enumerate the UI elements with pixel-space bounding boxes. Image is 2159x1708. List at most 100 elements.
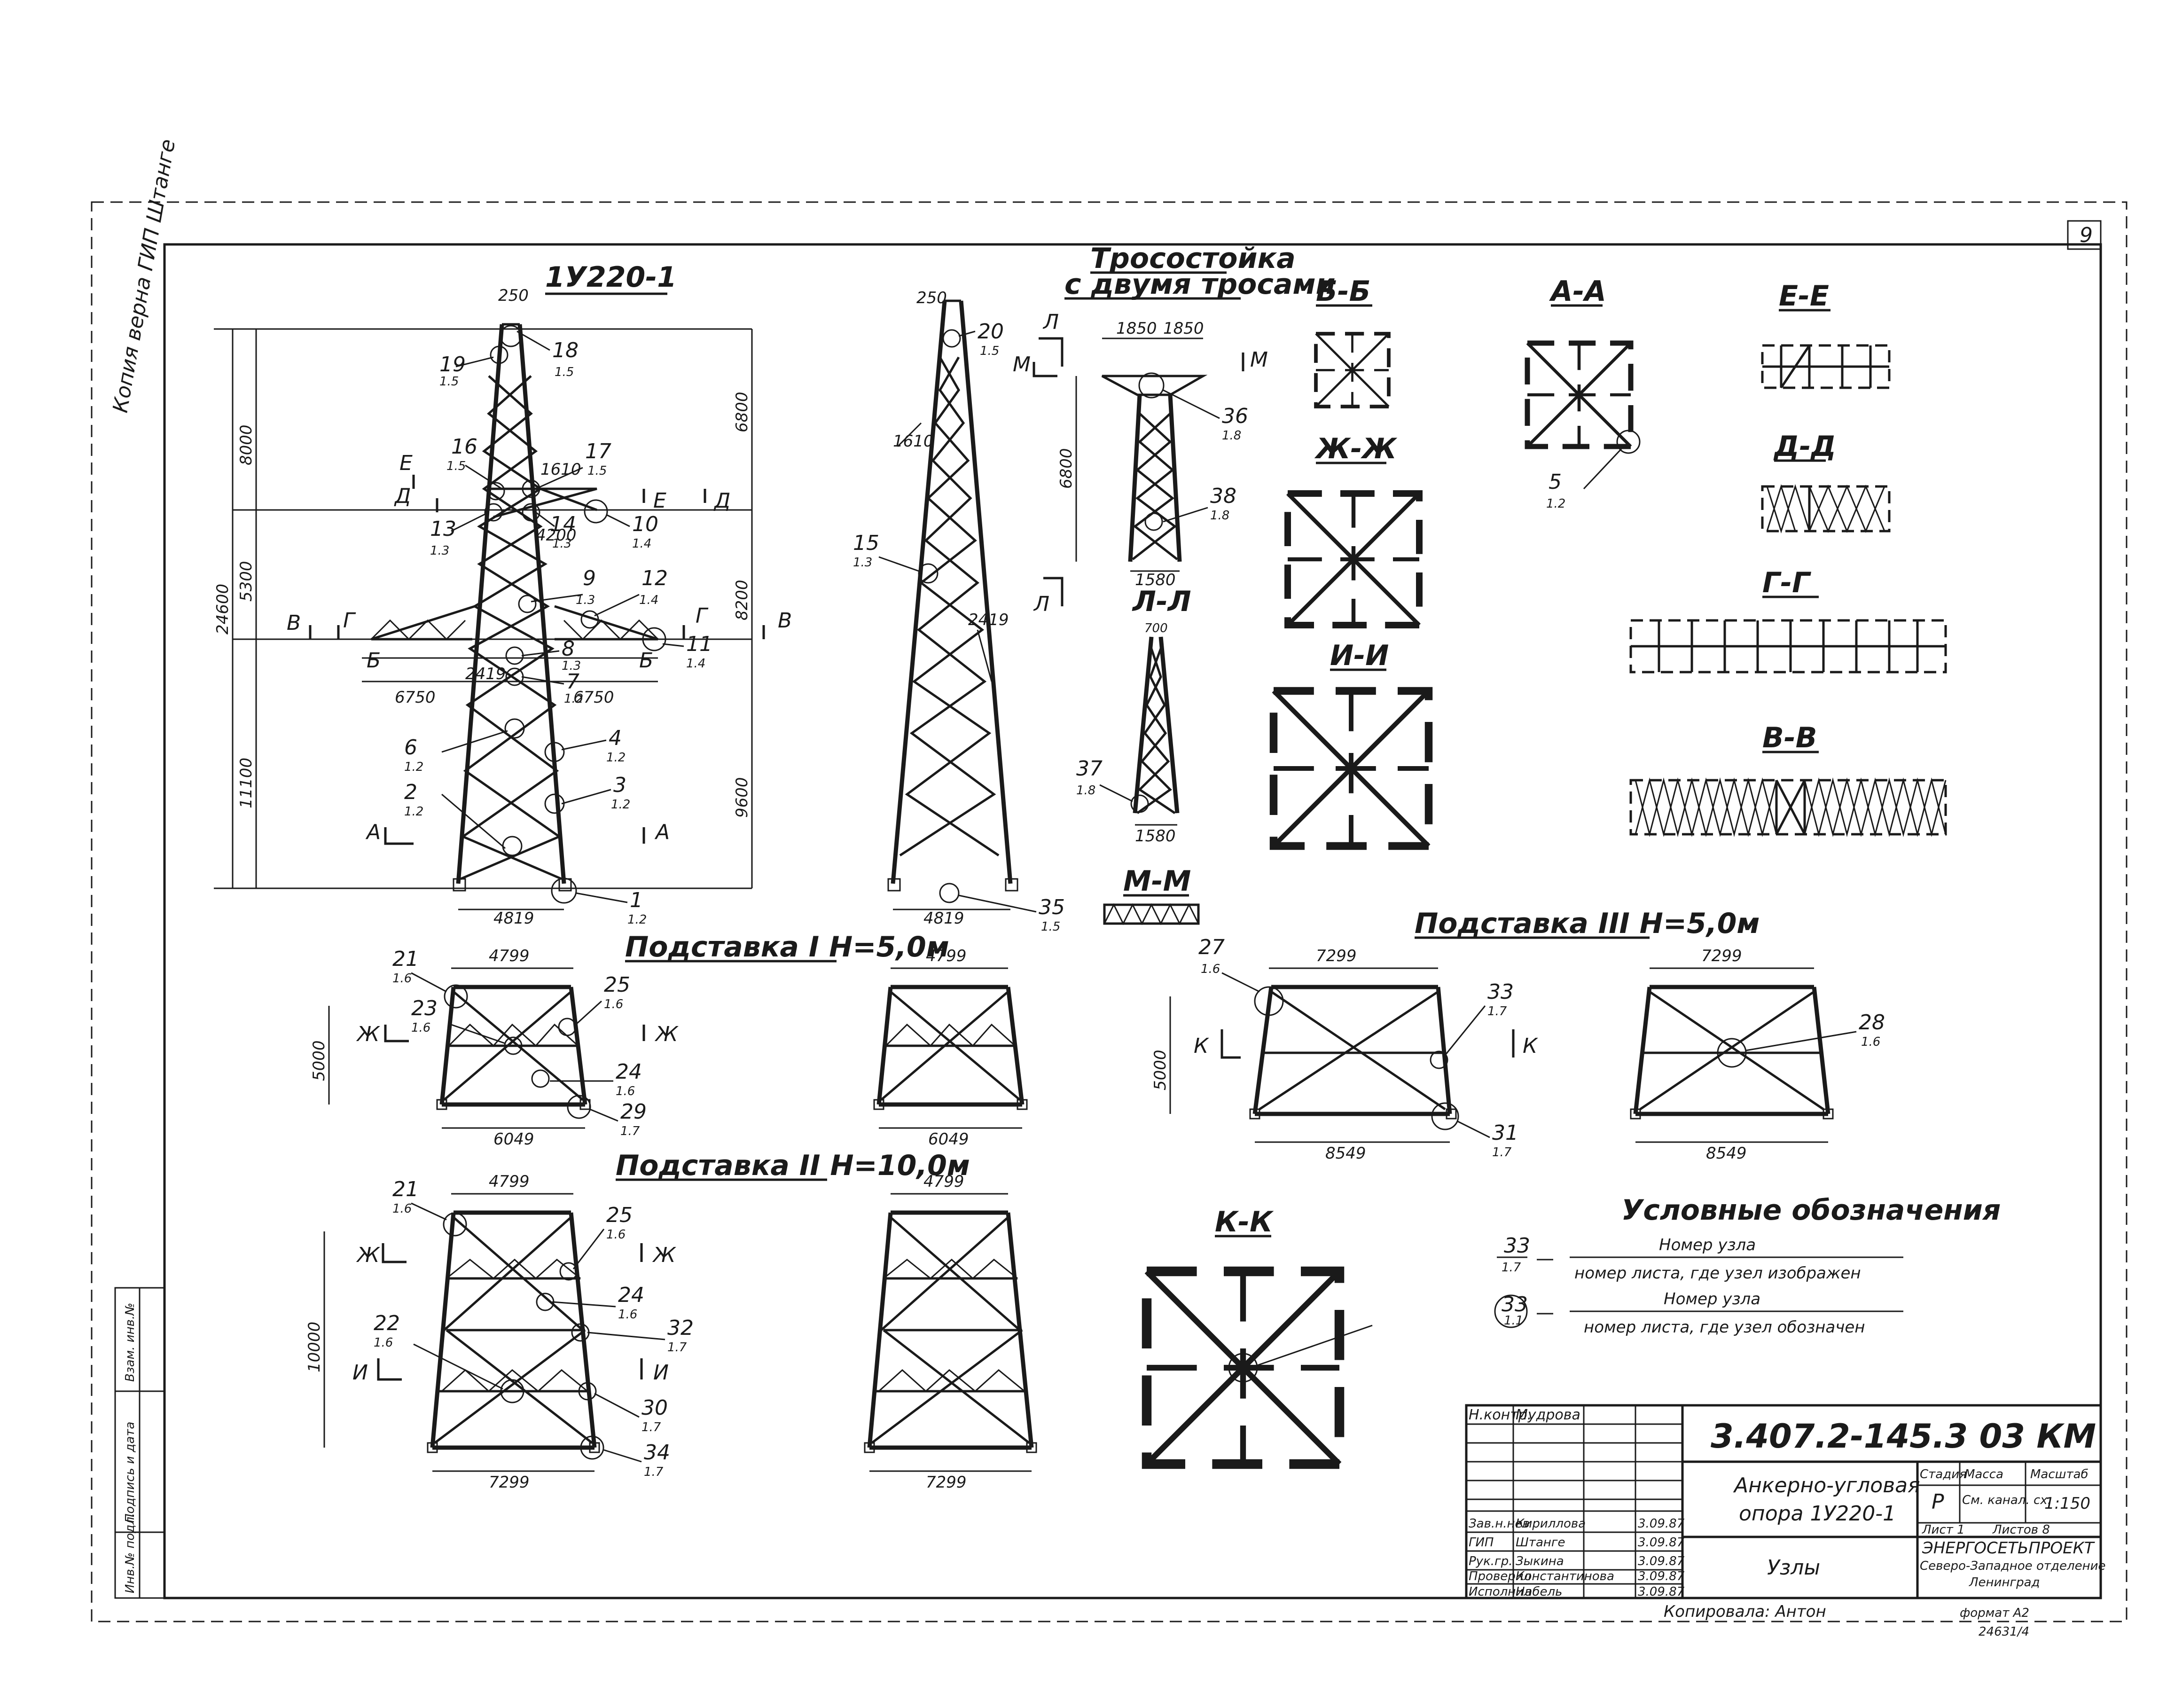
svg-text:Инв.№ подл.: Инв.№ подл.	[123, 1513, 137, 1593]
svg-text:Номер узла: Номер узла	[1659, 1236, 1756, 1254]
svg-text:1.7: 1.7	[1502, 1261, 1521, 1275]
svg-text:1.5: 1.5	[446, 459, 466, 473]
svg-text:1850: 1850	[1163, 319, 1204, 338]
node-label: 25	[604, 973, 630, 997]
svg-text:33: 33	[1504, 1234, 1530, 1258]
node-label: 21	[392, 947, 419, 971]
svg-text:7299: 7299	[489, 1473, 530, 1492]
node-label: 9	[583, 566, 596, 590]
svg-text:1850: 1850	[1116, 319, 1157, 338]
svg-text:с двумя тросами: с двумя тросами	[1064, 268, 1336, 301]
svg-text:опора 1У220-1: опора 1У220-1	[1739, 1502, 1896, 1526]
node-label: 8	[562, 637, 575, 661]
svg-text:6750: 6750	[395, 688, 436, 707]
legend: Условные обозначения 33 1.7 Номер узла н…	[1494, 1194, 2001, 1337]
svg-text:1.5: 1.5	[439, 375, 459, 389]
svg-text:Подставка II H=10,0м: Подставка II H=10,0м	[616, 1149, 970, 1182]
main-tower-title: 1У220-1	[545, 261, 677, 294]
svg-text:Взам. инв.№: Взам. инв.№	[123, 1303, 137, 1382]
svg-text:1.6: 1.6	[604, 997, 623, 1011]
node-label: 33	[1487, 980, 1514, 1004]
svg-text:3.09.87: 3.09.87	[1638, 1554, 1685, 1568]
node-label: 10	[632, 512, 658, 536]
svg-text:Е: Е	[399, 451, 413, 475]
svg-text:8200: 8200	[733, 580, 751, 620]
svg-text:1.6: 1.6	[616, 1084, 635, 1098]
svg-text:11100: 11100	[237, 758, 256, 808]
svg-text:Константинова: Константинова	[1516, 1569, 1614, 1583]
svg-text:1.4: 1.4	[632, 537, 651, 551]
podstavka-1-view: Подставка I H=5,0м 4799 5000 6049 21 1.6…	[310, 931, 949, 1149]
sheet-number-box	[2067, 220, 2102, 250]
svg-text:Г: Г	[343, 609, 356, 633]
node-label: 13	[430, 517, 456, 541]
svg-text:8549: 8549	[1325, 1144, 1366, 1163]
svg-text:1580: 1580	[1135, 827, 1176, 846]
svg-text:Тросостойка: Тросостойка	[1090, 242, 1296, 275]
svg-text:1610: 1610	[893, 432, 934, 451]
svg-text:6800: 6800	[1057, 448, 1076, 489]
svg-text:1.3: 1.3	[562, 659, 581, 673]
node-label: 16	[451, 435, 477, 459]
inner-frame	[163, 243, 2102, 1599]
podstavka-3-view: Подставка III H=5,0м 7299 5000 8549 27 1…	[1151, 907, 1760, 1163]
node-label: 25	[606, 1203, 633, 1227]
node-label: 38	[1210, 484, 1236, 508]
node-label: 34	[644, 1441, 670, 1465]
svg-text:Л: Л	[1033, 592, 1049, 616]
svg-text:ГИП: ГИП	[1469, 1536, 1494, 1550]
node-label: 1	[630, 888, 643, 912]
svg-text:2419: 2419	[968, 611, 1009, 629]
svg-text:24600: 24600	[213, 584, 232, 635]
svg-text:Номер узла: Номер узла	[1664, 1290, 1760, 1308]
svg-text:Р: Р	[1932, 1490, 1944, 1514]
node-label: 2	[404, 780, 417, 804]
svg-text:6049: 6049	[493, 1130, 534, 1149]
svg-text:Подпись и дата: Подпись и дата	[123, 1422, 137, 1523]
svg-text:3.09.87: 3.09.87	[1638, 1536, 1685, 1550]
node-label: 15	[853, 531, 879, 555]
svg-text:2419: 2419	[465, 665, 506, 683]
svg-text:Д: Д	[713, 489, 730, 513]
node-label: 12	[641, 566, 668, 590]
node-label: 28	[1859, 1011, 1885, 1034]
svg-text:1.6: 1.6	[392, 972, 412, 986]
svg-text:Подставка I H=5,0м: Подставка I H=5,0м	[625, 931, 949, 964]
svg-text:1.7: 1.7	[641, 1420, 661, 1434]
svg-text:1:150: 1:150	[2044, 1494, 2090, 1513]
svg-text:250: 250	[916, 289, 947, 307]
svg-text:1.5: 1.5	[1041, 920, 1060, 934]
svg-text:1.6: 1.6	[411, 1021, 430, 1035]
svg-text:В: В	[778, 609, 792, 633]
svg-text:1.5: 1.5	[587, 464, 607, 478]
podstavka-2-view: Подставка II H=10,0м 4799 10000 7299 21 …	[305, 1149, 970, 1492]
svg-text:4799: 4799	[489, 947, 530, 965]
svg-text:1.2: 1.2	[606, 751, 626, 765]
svg-text:1.7: 1.7	[1492, 1145, 1512, 1160]
svg-text:Масштаб: Масштаб	[2030, 1467, 2089, 1481]
svg-text:1580: 1580	[1135, 571, 1176, 589]
svg-text:1.3: 1.3	[552, 537, 571, 551]
svg-text:6750: 6750	[573, 688, 614, 707]
svg-text:1.5: 1.5	[980, 344, 999, 358]
svg-text:4799: 4799	[923, 1172, 964, 1191]
node-label: 36	[1222, 404, 1248, 428]
svg-text:Ж: Ж	[654, 1022, 679, 1046]
node-label: 35	[1039, 895, 1065, 919]
svg-text:И: И	[653, 1361, 669, 1385]
node-label: 20	[978, 320, 1004, 344]
svg-text:Н.контр.: Н.контр.	[1469, 1407, 1532, 1423]
svg-text:номер листа, где узел изображе: номер листа, где узел изображен	[1574, 1264, 1861, 1283]
svg-text:формат А2: формат А2	[1960, 1606, 2029, 1620]
node-label: 3	[613, 773, 626, 797]
svg-text:Подставка III H=5,0м: Подставка III H=5,0м	[1415, 907, 1760, 940]
node-label: 5	[1549, 470, 1562, 494]
svg-text:1.6: 1.6	[392, 1202, 412, 1216]
svg-text:1.2: 1.2	[1546, 497, 1565, 511]
section-ll-title: Л-Л	[1132, 585, 1191, 618]
svg-text:Г: Г	[696, 604, 709, 628]
left-strip: Инв.№ подл. Подпись и дата Взам. инв.№	[114, 1287, 165, 1599]
svg-text:В: В	[287, 611, 301, 635]
svg-text:М: М	[1013, 353, 1031, 376]
